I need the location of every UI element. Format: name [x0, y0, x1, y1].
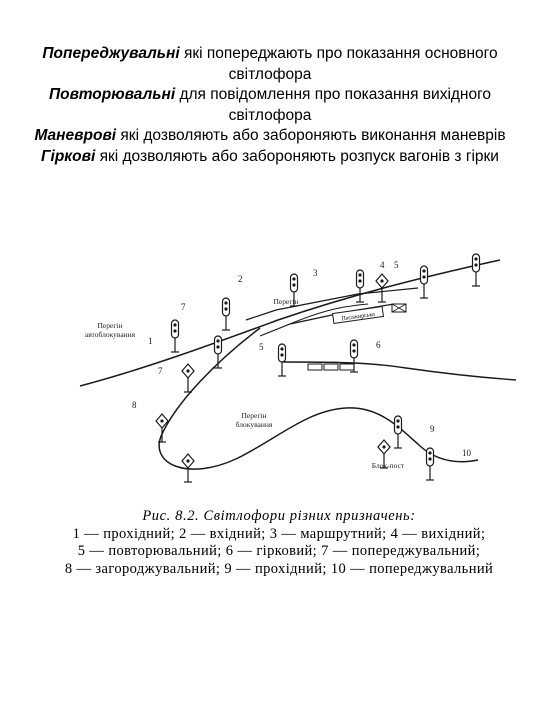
definitions-block: Попереджувальні які попереджають про пок… — [28, 44, 512, 167]
signal-10 — [425, 447, 435, 481]
branch-track — [158, 327, 479, 470]
definition-term: Попереджувальні — [42, 45, 180, 62]
definition-text: які дозволяють або забороняють розпуск в… — [95, 147, 499, 165]
station-track — [289, 303, 369, 325]
definition-text: які попереджають про показання основного… — [179, 45, 498, 83]
main-track — [79, 259, 501, 387]
label-7b: 7 — [158, 366, 163, 376]
block-post-label: Блок-пост — [372, 461, 405, 470]
definition-hump: Гіркові які дозволяють або забороняють р… — [28, 147, 512, 168]
signal-right — [471, 253, 481, 287]
zone-top: Перегін — [274, 297, 299, 306]
label-5a: 5 — [394, 260, 399, 270]
figure-caption: Рис. 8.2. Світлофори різних призначень: … — [34, 508, 524, 578]
station-label: Пасажирська — [341, 312, 375, 323]
label-4: 4 — [380, 260, 385, 270]
label-6: 6 — [376, 340, 381, 350]
signal-5-lower — [277, 343, 287, 377]
signal-7-lower — [181, 363, 195, 393]
caption-line: 1 — прохідний; 2 — вхідний; 3 — маршрутн… — [72, 525, 486, 542]
signal-2 — [221, 297, 231, 331]
label-7a: 7 — [181, 302, 186, 312]
signal-4 — [355, 269, 365, 303]
signals-figure: Пасажирська 1 2 3 4 5 — [28, 250, 528, 500]
definition-warning: Попереджувальні які попереджають про пок… — [28, 44, 512, 85]
label-9: 9 — [430, 424, 435, 434]
zone-block-2: блокування — [236, 420, 273, 429]
station-track — [245, 287, 419, 321]
signal-1 — [170, 319, 180, 353]
definition-text: які дозволяють або забороняють виконання… — [116, 127, 506, 144]
caption-line: 5 — повторювальний; 6 — гірковий; 7 — по… — [77, 543, 481, 559]
definition-shunting: Маневрові які дозволяють або забороняють… — [28, 126, 512, 147]
signal-9 — [393, 415, 403, 449]
label-10: 10 — [462, 448, 472, 458]
definition-repeating: Повторювальні для повідомлення про показ… — [28, 85, 512, 126]
label-1: 1 — [148, 336, 153, 346]
label-8: 8 — [132, 400, 137, 410]
definition-term: Повторювальні — [48, 86, 176, 103]
track-diagram: Пасажирська 1 2 3 4 5 — [79, 253, 517, 483]
zone-auto-1: Перегін — [98, 321, 123, 330]
hump-track — [282, 361, 517, 381]
signal-4b — [419, 265, 429, 299]
signal-7-upper — [213, 335, 223, 369]
zone-auto-2: автоблокування — [85, 330, 136, 339]
caption-line: 8 — загороджувальний; 9 — прохідний; 10 … — [64, 560, 494, 577]
definition-term: Гіркові — [41, 147, 96, 165]
zone-block-1: Перегін — [242, 411, 267, 420]
definition-text: для повідомлення про показання вихідного… — [175, 86, 492, 124]
label-2: 2 — [238, 274, 243, 284]
wagons — [307, 363, 355, 371]
signal-8 — [155, 413, 169, 443]
label-3: 3 — [313, 268, 318, 278]
definition-term: Маневрові — [34, 127, 117, 144]
caption-title: Рис. 8.2. Світлофори різних призначень: — [142, 508, 416, 524]
label-5b: 5 — [259, 342, 264, 352]
